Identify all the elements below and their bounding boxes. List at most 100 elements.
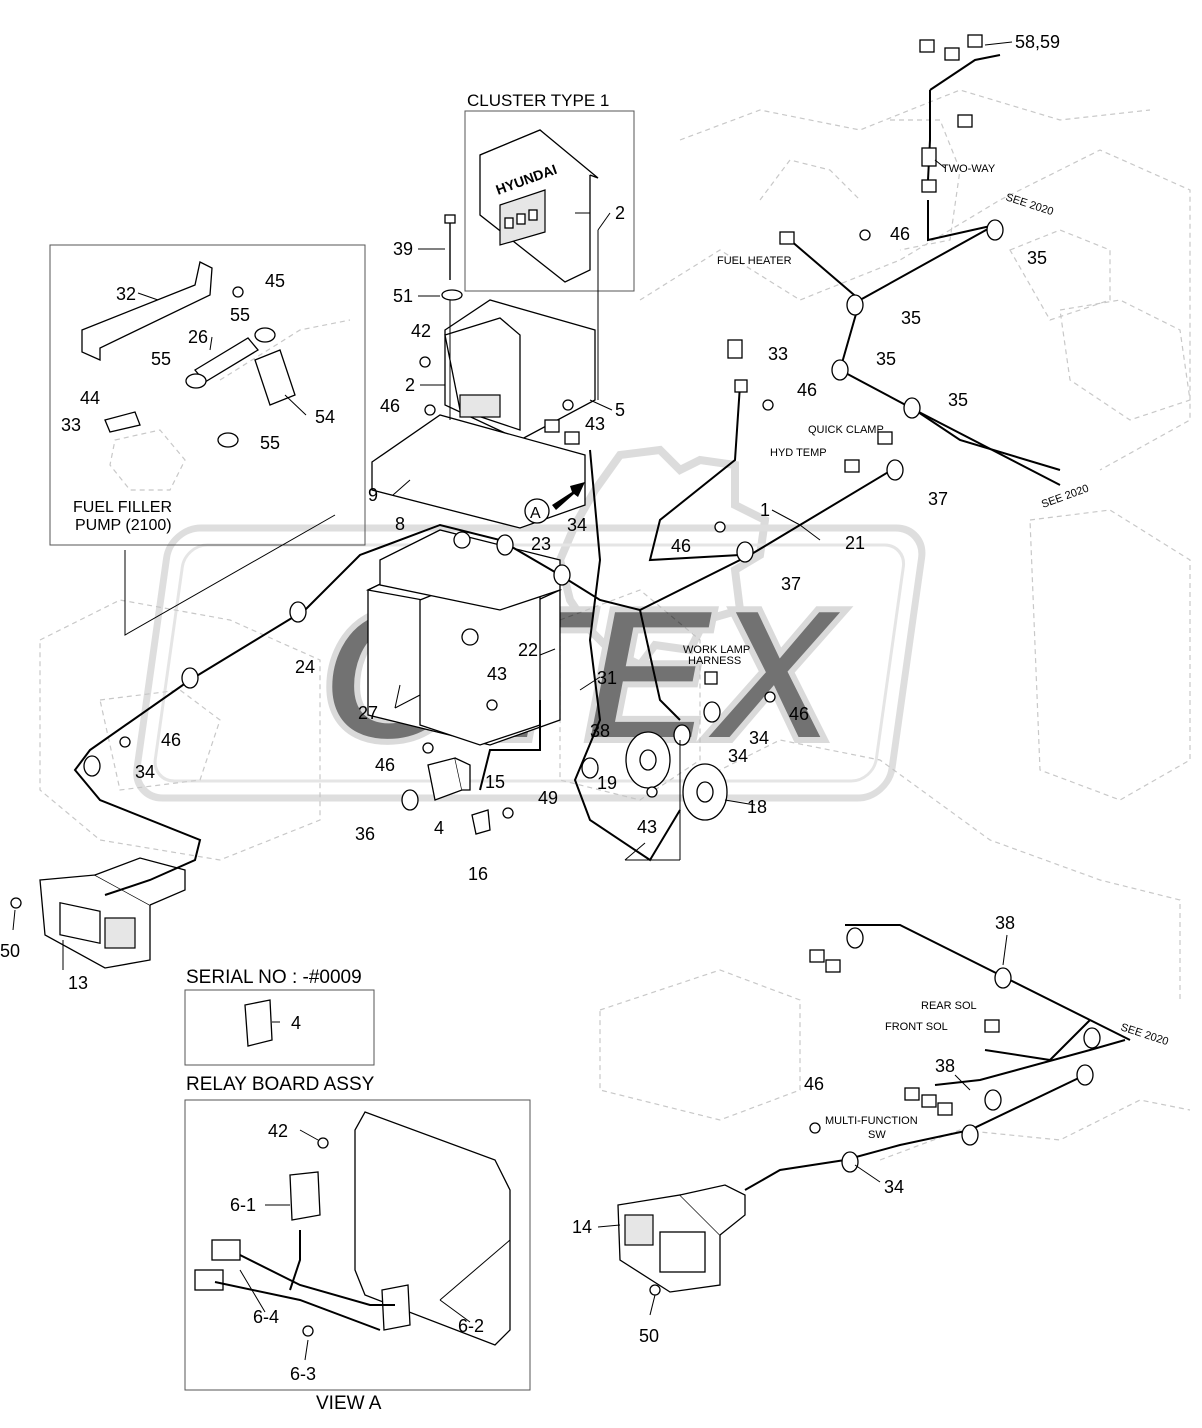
callout: 37	[781, 574, 801, 594]
relay-board-heading: RELAY BOARD ASSY	[186, 1074, 375, 1095]
callout: 46	[797, 380, 817, 400]
callout: REAR SOL	[921, 1000, 977, 1012]
callout: 46	[375, 755, 395, 775]
callout: 46	[380, 396, 400, 416]
callout: 24	[295, 657, 315, 677]
callout: 6-4	[253, 1307, 279, 1327]
callout: 19	[597, 773, 617, 793]
callout: 6-3	[290, 1364, 316, 1384]
cluster-frame	[464, 110, 635, 292]
fuel-filler-pump-inset	[81, 261, 351, 491]
callout: 27	[358, 703, 378, 723]
work-lamp-13	[39, 857, 186, 969]
callout: 15	[485, 772, 505, 792]
horn-18	[682, 763, 728, 821]
callout: 38	[935, 1056, 955, 1076]
fuel-filler-frame	[49, 244, 366, 546]
battery	[365, 529, 563, 746]
callout: 44	[80, 388, 100, 408]
callout: 35	[876, 349, 896, 369]
callout: 31	[597, 668, 617, 688]
callout: WORK LAMP	[683, 644, 750, 656]
callout: 26	[188, 327, 208, 347]
bracket-4	[427, 757, 471, 801]
callout: 46	[804, 1074, 824, 1094]
relay-board-assembly	[371, 299, 596, 529]
callout: 36	[355, 824, 375, 844]
callout: 55	[151, 349, 171, 369]
bolt-39	[441, 214, 463, 301]
callout: 9	[368, 485, 378, 505]
callout: 35	[1027, 248, 1047, 268]
callout: 45	[265, 271, 285, 291]
callout: 34	[884, 1177, 904, 1197]
view-a-arrow: A	[524, 482, 585, 524]
callout: SEE 2020	[1004, 191, 1055, 218]
work-lamp-14	[617, 1184, 746, 1293]
leader-lines	[12, 41, 1013, 1361]
callout: HARNESS	[688, 655, 741, 667]
callout: 33	[768, 344, 788, 364]
callout: HYD TEMP	[770, 447, 827, 459]
callout: 2	[405, 375, 415, 395]
callout: 50	[0, 941, 20, 961]
callout: 34	[567, 515, 587, 535]
callout: 42	[411, 321, 431, 341]
callout: 43	[637, 817, 657, 837]
cluster-unit: HYUNDAI	[479, 129, 599, 283]
callout: 42	[268, 1121, 288, 1141]
callout: 39	[393, 239, 413, 259]
callout: 43	[585, 414, 605, 434]
callout: SW	[868, 1129, 886, 1141]
fuel-filler-pump-label: PUMP (2100)	[75, 517, 172, 534]
machine-outline-ghost	[39, 89, 1191, 1161]
callout: 2	[615, 203, 625, 223]
callout: 49	[538, 788, 558, 808]
callout: 4	[434, 818, 444, 838]
callout: 33	[61, 415, 81, 435]
callout: 46	[789, 704, 809, 724]
callout: 16	[468, 864, 488, 884]
callout: 38	[995, 913, 1015, 933]
callout: 8	[395, 514, 405, 534]
serial-no-heading: SERIAL NO : -#0009	[186, 967, 362, 988]
callout: MULTI-FUNCTION	[825, 1115, 918, 1127]
serial-bracket	[244, 999, 273, 1047]
horn-19	[625, 731, 671, 789]
callout: 37	[928, 489, 948, 509]
callout: 38	[590, 721, 610, 741]
callout: 32	[116, 284, 136, 304]
relay-plate	[194, 1111, 511, 1346]
callout: 54	[315, 407, 335, 427]
callout-labels: 58,59 TWO-WAY SEE 2020 46 FUEL HEATER 35…	[0, 32, 1170, 1384]
callout: 43	[487, 664, 507, 684]
callout: 35	[901, 308, 921, 328]
callout: SEE 2020	[1040, 483, 1091, 511]
callout: QUICK CLAMP	[808, 424, 884, 436]
callout: 22	[518, 640, 538, 660]
callout: 58,59	[1015, 32, 1060, 52]
cluster-type-heading: CLUSTER TYPE 1	[467, 91, 609, 110]
callout: 46	[671, 536, 691, 556]
callout: 5	[615, 400, 625, 420]
callout: TWO-WAY	[942, 163, 996, 175]
callout: FUEL HEATER	[717, 255, 792, 267]
relay-board-frame	[184, 1099, 531, 1391]
callout: FRONT SOL	[885, 1021, 948, 1033]
callout: 35	[948, 390, 968, 410]
callout: 21	[845, 533, 865, 553]
callout: SEE 2020	[1119, 1021, 1170, 1048]
serial-frame	[184, 989, 375, 1066]
callout: 13	[68, 973, 88, 993]
switch-16	[471, 809, 491, 835]
callout: 34	[749, 728, 769, 748]
callout: 14	[572, 1217, 592, 1237]
callout: 4	[291, 1013, 301, 1033]
callout: 23	[531, 534, 551, 554]
connectors-and-clamps	[83, 34, 1101, 1173]
bolts	[10, 229, 871, 1337]
callout: 55	[260, 433, 280, 453]
fuel-filler-label: FUEL FILLER	[73, 499, 172, 516]
callout: 50	[639, 1326, 659, 1346]
